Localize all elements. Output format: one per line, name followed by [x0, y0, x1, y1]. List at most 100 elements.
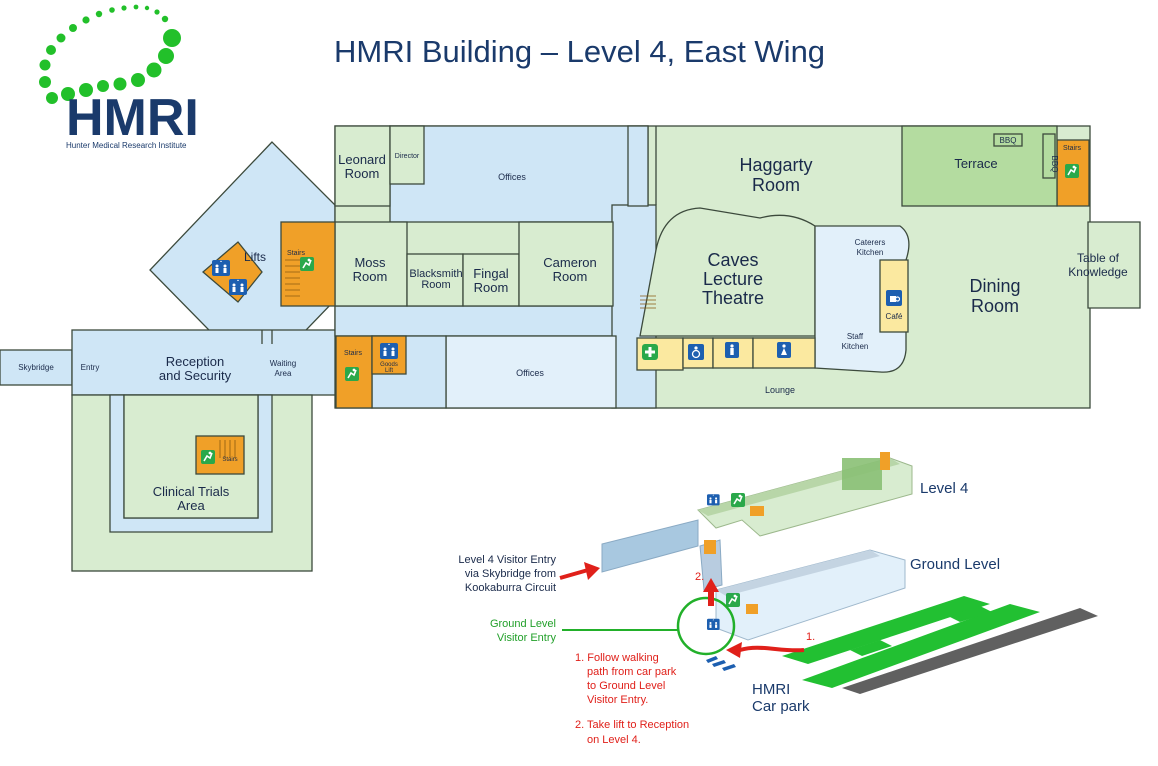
step2-text-2: on Level 4.	[587, 734, 641, 746]
carpark-green-rows	[782, 596, 1040, 688]
haggarty-room-label-2: Room	[752, 175, 800, 195]
waiting-area-label-2: Area	[275, 369, 292, 378]
carpark-label: HMRI	[752, 681, 790, 698]
stair-treads	[219, 259, 656, 458]
toilet-icon	[777, 342, 791, 358]
bbq-box-vertical	[1042, 133, 1056, 179]
visitor-entry-label-3: Kookaburra Circuit	[465, 582, 556, 594]
blacksmith-room-label: Blacksmith	[409, 268, 462, 280]
main-floor-plan	[0, 125, 1141, 572]
ground-level-label: Ground Level	[910, 556, 1000, 573]
terrace-label: Terrace	[954, 156, 997, 171]
stairs-clinical-label: Stairs	[222, 457, 237, 463]
stairs-exit-icon	[725, 592, 741, 608]
fingal-room-label-2: Room	[474, 280, 509, 295]
goods-lift	[371, 335, 407, 375]
walking-route	[739, 645, 805, 653]
reception-label-2: and Security	[159, 368, 232, 383]
entrance-dashes	[706, 656, 736, 671]
caterers-kitchen-label-2: Kitchen	[857, 248, 884, 257]
entry-label: Entry	[81, 363, 100, 372]
lift-icon	[229, 279, 247, 295]
bbq-label: BBQ	[1000, 136, 1017, 145]
moss-room-label-2: Room	[353, 269, 388, 284]
terrace	[901, 125, 1058, 207]
table-of-knowledge-label: Table of	[1077, 251, 1120, 265]
goods-lift-label: Goods	[380, 362, 398, 368]
caterers-kitchen-label: Caterers	[855, 238, 886, 247]
staff-kitchen-label: Staff	[847, 332, 864, 341]
lift-icon	[380, 343, 398, 359]
cameron-room	[518, 221, 614, 307]
visitor-entry-label: Level 4 Visitor Entry	[458, 554, 556, 566]
blacksmith-room-label-2: Room	[421, 279, 450, 291]
haggarty-room-label: Haggarty	[739, 155, 812, 175]
carpark-label-2: Car park	[752, 698, 810, 715]
map-title: HMRI Building – Level 4, East Wing	[334, 34, 826, 69]
step1-text-2: path from car park	[587, 666, 677, 678]
table-of-knowledge-label-2: Knowledge	[1068, 265, 1128, 279]
cafe-counter	[879, 259, 909, 333]
leonard-room	[334, 125, 391, 207]
coffee-cup-icon	[886, 290, 902, 306]
first-aid-icon	[642, 344, 658, 360]
step1-text: 1. Follow walking	[575, 652, 659, 664]
leonard-room-label: Leonard	[338, 152, 386, 167]
offices-link-a	[627, 125, 649, 207]
logo-subtitle: Hunter Medical Research Institute	[66, 141, 187, 150]
level4-label: Level 4	[920, 480, 968, 497]
main-corridor	[334, 305, 641, 337]
leonard-room-label-2: Room	[345, 166, 380, 181]
clinical-trials-label-2: Area	[177, 498, 205, 513]
stairs-exit-icon	[730, 492, 746, 508]
accessible-toilet-icon	[688, 344, 704, 360]
lift-up-arrow-head	[703, 578, 719, 592]
moss-room-label: Moss	[354, 255, 386, 270]
dining-room-label: Dining	[969, 276, 1020, 296]
ground-entry-label: Ground Level	[490, 618, 556, 630]
stairs-west-label: Stairs	[287, 250, 305, 257]
reception-label: Reception	[166, 354, 225, 369]
stairs-exit-icon	[200, 449, 216, 465]
toilet-icon	[725, 342, 739, 358]
goods-lift-label-2: Lift	[385, 368, 393, 374]
clinical-trials-label: Clinical Trials	[153, 484, 230, 499]
plan-labels: Leonard Room Director Offices Haggarty R…	[18, 136, 1128, 513]
visitor-entry-label-2: via Skybridge from	[465, 568, 556, 580]
caves-label-3: Theatre	[702, 288, 764, 308]
lounge-label: Lounge	[765, 385, 795, 395]
table-of-knowledge-area	[1087, 221, 1141, 309]
staff-kitchen-label-2: Kitchen	[842, 342, 869, 351]
skybridge	[0, 349, 73, 386]
north-offices	[389, 125, 649, 223]
lifts-label: Lifts	[244, 250, 266, 264]
fingal-room	[462, 253, 520, 307]
lift-up-arrow-shaft	[708, 590, 714, 606]
hmri-logo: HMRI Hunter Medical Research Institute	[39, 4, 199, 150]
lift-icon	[212, 260, 230, 276]
step2-text: 2. Take lift to Reception	[575, 719, 689, 731]
step2-marker: 2.	[695, 571, 704, 583]
cafe-label: Café	[886, 312, 903, 321]
stairs-terrace-label: Stairs	[1063, 145, 1081, 152]
inset-labels: Level 4 Ground Level Level 4 Visitor Ent…	[458, 480, 1000, 746]
offices-south-label: Offices	[516, 368, 544, 378]
offices-north-label: Offices	[498, 172, 526, 182]
stairs-south-label: Stairs	[344, 350, 362, 357]
route-arrowhead	[726, 642, 742, 658]
inset-building-diagram	[559, 452, 1098, 694]
logo-dots-arc	[39, 4, 181, 104]
stairs-exit-icon	[1064, 163, 1080, 179]
caves-label: Caves	[707, 250, 758, 270]
ground-entry-circle	[676, 596, 736, 656]
stairs-exit-icon	[344, 366, 360, 382]
skybridge-label: Skybridge	[18, 363, 54, 372]
bbq-vertical-label: BBQ	[1050, 156, 1059, 173]
skybridge-entry-arrow	[559, 568, 589, 580]
carpark-grey-strip	[842, 608, 1098, 694]
lift-icon	[707, 618, 720, 630]
stairs-exit-icon	[299, 256, 315, 272]
director-label: Director	[395, 153, 420, 160]
waiting-area-label: Waiting	[270, 359, 296, 368]
